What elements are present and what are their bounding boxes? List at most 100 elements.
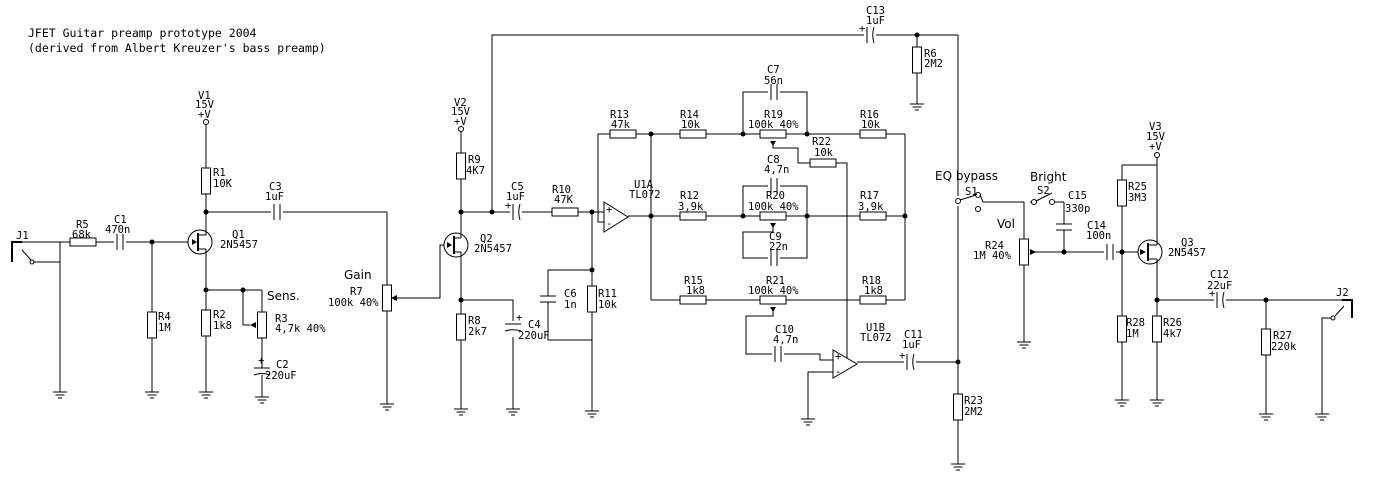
- svg-text:R3: R3: [275, 313, 288, 325]
- capacitor-c10: C10 4,7n: [773, 324, 798, 363]
- svg-text:100k 40%: 100k 40%: [328, 297, 379, 309]
- potentiometer-r7-gain: Gain R7 100k 40%: [328, 268, 397, 312]
- potentiometer-r19: R19 100k 40%: [748, 109, 799, 146]
- svg-text:R22: R22: [812, 136, 831, 148]
- svg-text:+: +: [835, 351, 841, 363]
- svg-text:Q1: Q1: [232, 229, 245, 241]
- j1-ref: J1: [16, 230, 29, 242]
- svg-text:R27: R27: [1273, 330, 1292, 342]
- resistor-r22: R22 10k: [809, 136, 837, 168]
- capacitor-c9: C9 22n: [769, 231, 788, 267]
- svg-text:S1: S1: [965, 186, 978, 198]
- svg-text:68k: 68k: [72, 229, 92, 241]
- resistor-r5: R5 68k: [69, 219, 97, 247]
- svg-text:TL072: TL072: [860, 332, 892, 344]
- svg-text:4K7: 4K7: [466, 165, 485, 177]
- svg-text:Q2: Q2: [480, 233, 493, 245]
- svg-text:R9: R9: [468, 154, 481, 166]
- resistor-r6: R6 2M2: [912, 46, 943, 74]
- resistor-r8: R8 2k7: [456, 313, 487, 341]
- svg-text:C15: C15: [1068, 190, 1087, 202]
- diagram-title: JFET Guitar preamp prototype 2004: [28, 26, 257, 40]
- svg-text:2M2: 2M2: [964, 406, 983, 418]
- svg-text:C9: C9: [769, 231, 782, 243]
- resistor-r9: R9 4K7: [456, 152, 485, 180]
- svg-text:4k7: 4k7: [1163, 328, 1182, 340]
- svg-text:R28: R28: [1126, 317, 1145, 329]
- capacitor-c15: C15 330p: [1055, 190, 1090, 231]
- svg-text:100k 40%: 100k 40%: [748, 201, 799, 213]
- capacitor-c1: C1 470n: [105, 214, 130, 251]
- capacitor-c3: C3 1uF: [265, 181, 284, 221]
- svg-text:R14: R14: [680, 109, 699, 121]
- switch-s2-bright: Bright S2: [1030, 170, 1067, 205]
- svg-text:R19: R19: [764, 109, 783, 121]
- svg-text:4,7k 40%: 4,7k 40%: [275, 323, 326, 335]
- resistor-r2: R2 1k8: [201, 309, 232, 337]
- svg-text:1M: 1M: [158, 322, 171, 334]
- svg-text:56n: 56n: [764, 75, 783, 87]
- svg-text:1n: 1n: [564, 299, 577, 311]
- capacitor-c7: C7 56n: [764, 64, 783, 101]
- svg-text:+V: +V: [198, 109, 211, 121]
- svg-text:220uF: 220uF: [265, 370, 297, 382]
- svg-text:1uF: 1uF: [265, 191, 284, 203]
- svg-text:2N5457: 2N5457: [474, 243, 512, 255]
- resistor-r18: R18 1k8: [859, 275, 887, 305]
- svg-text:22n: 22n: [769, 241, 788, 253]
- svg-text:C11: C11: [904, 329, 923, 341]
- svg-text:R6: R6: [924, 48, 937, 60]
- svg-text:100n: 100n: [1086, 230, 1111, 242]
- svg-text:1M 40%: 1M 40%: [973, 250, 1012, 262]
- opamp-u1a: + - U1A TL072: [603, 179, 661, 233]
- svg-text:-: -: [606, 218, 612, 230]
- svg-text:-: -: [835, 366, 841, 378]
- svg-text:+: +: [258, 355, 264, 367]
- capacitor-c14: C14 100n: [1086, 220, 1114, 261]
- potentiometer-r3: Sens. R3 4,7k 40%: [250, 289, 326, 339]
- svg-text:R2: R2: [213, 309, 226, 321]
- svg-text:10k: 10k: [861, 119, 881, 131]
- svg-text:220k: 220k: [1271, 341, 1297, 353]
- resistor-r28: R28 1M: [1117, 315, 1145, 343]
- jfet-q1: Q1 2N5457: [187, 229, 258, 255]
- svg-text:3,9k: 3,9k: [678, 201, 704, 213]
- svg-text:V2: V2: [454, 97, 467, 109]
- capacitor-c2: + C2 220uF: [253, 355, 297, 388]
- svg-text:10k: 10k: [814, 147, 834, 159]
- svg-text:S2: S2: [1037, 185, 1050, 197]
- svg-text:C8: C8: [767, 154, 780, 166]
- svg-text:Q3: Q3: [1181, 237, 1194, 249]
- svg-text:U1A: U1A: [634, 179, 654, 191]
- svg-text:10k: 10k: [681, 119, 701, 131]
- capacitor-c5: C5 1uF: [504, 181, 525, 221]
- svg-text:V3: V3: [1149, 121, 1162, 133]
- svg-text:4,7n: 4,7n: [773, 334, 798, 346]
- svg-text:C7: C7: [767, 64, 780, 76]
- svg-text:1uF: 1uF: [902, 339, 921, 351]
- svg-text:TL072: TL072: [629, 189, 661, 201]
- svg-text:R13: R13: [610, 109, 629, 121]
- resistor-r4: R4 1M: [147, 311, 171, 339]
- sens-label: Sens.: [267, 289, 300, 303]
- svg-text:R4: R4: [158, 311, 171, 323]
- svg-text:C6: C6: [564, 288, 577, 300]
- svg-text:1k8: 1k8: [864, 285, 883, 297]
- svg-text:1uF: 1uF: [866, 15, 885, 27]
- svg-text:3M3: 3M3: [1128, 192, 1147, 204]
- svg-text:U1B: U1B: [866, 322, 885, 334]
- svg-text:R17: R17: [860, 190, 879, 202]
- j2-ref: J2: [1336, 287, 1349, 299]
- svg-text:2N5457: 2N5457: [220, 239, 258, 251]
- capacitor-c11: C11 1uF: [898, 329, 923, 371]
- svg-text:1k8: 1k8: [213, 320, 232, 332]
- svg-text:R12: R12: [680, 190, 699, 202]
- svg-text:4,7n: 4,7n: [764, 164, 789, 176]
- svg-text:470n: 470n: [105, 224, 130, 236]
- svg-text:R7: R7: [350, 286, 363, 298]
- svg-text:R15: R15: [684, 275, 703, 287]
- svg-text:10k: 10k: [598, 299, 618, 311]
- jfet-q2: Q2 2N5457: [443, 232, 512, 258]
- junctions: [149, 32, 1269, 365]
